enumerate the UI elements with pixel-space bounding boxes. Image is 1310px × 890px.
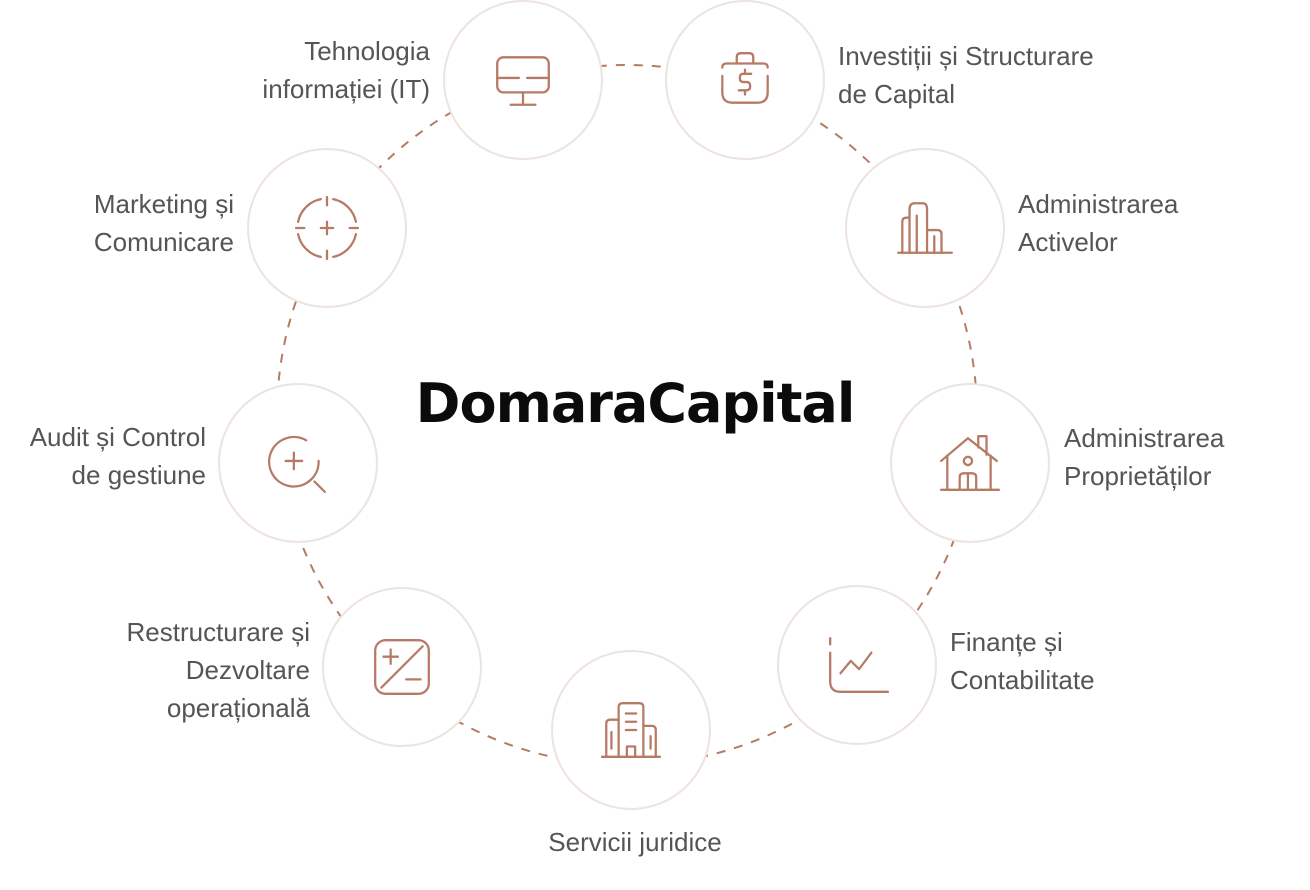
money-bag-icon [721, 52, 769, 104]
brand-logo: DomaraCapital [415, 372, 856, 435]
service-node-audit[interactable] [218, 383, 378, 543]
monitor-icon [496, 56, 550, 106]
service-label-juridice: Servicii juridice [548, 827, 722, 857]
service-node-investitii[interactable] [665, 0, 825, 160]
service-node-active[interactable] [845, 148, 1005, 308]
house-icon [939, 435, 1001, 491]
office-building-icon [600, 702, 662, 758]
service-node-it[interactable] [443, 0, 603, 160]
service-node-juridice[interactable] [551, 650, 711, 810]
service-node-finante[interactable] [777, 585, 937, 745]
target-icon [294, 195, 360, 261]
service-node-restructurare[interactable] [322, 587, 482, 747]
service-node-proprietati[interactable] [890, 383, 1050, 543]
plus-minus-icon [374, 639, 430, 695]
buildings-chart-icon [897, 202, 953, 254]
line-chart-icon [829, 637, 890, 693]
service-node-marketing[interactable] [247, 148, 407, 308]
search-plus-icon [268, 435, 326, 494]
